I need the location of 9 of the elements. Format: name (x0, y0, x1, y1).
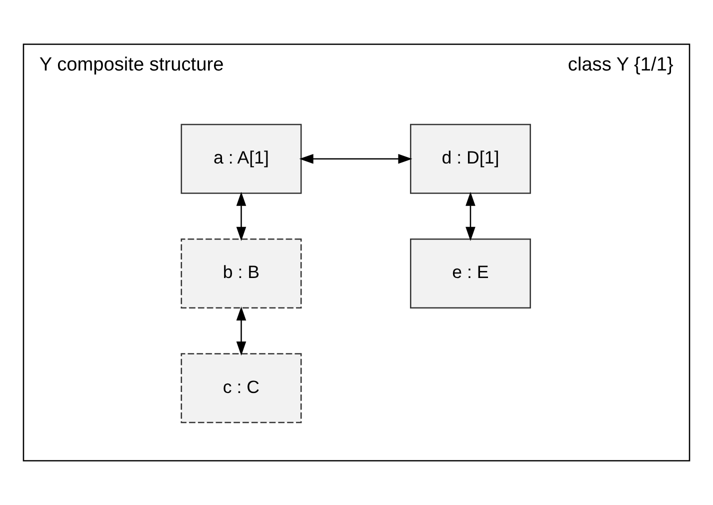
node-box: c : C (180, 353, 302, 424)
arrow (236, 192, 246, 241)
node-box: d : D[1] (410, 124, 531, 194)
arrow (299, 154, 412, 164)
node-box: e : E (410, 238, 531, 309)
arrow (466, 192, 476, 241)
node-box: b : B (180, 238, 302, 309)
arrow (236, 306, 246, 356)
node-box: a : A[1] (180, 124, 302, 194)
